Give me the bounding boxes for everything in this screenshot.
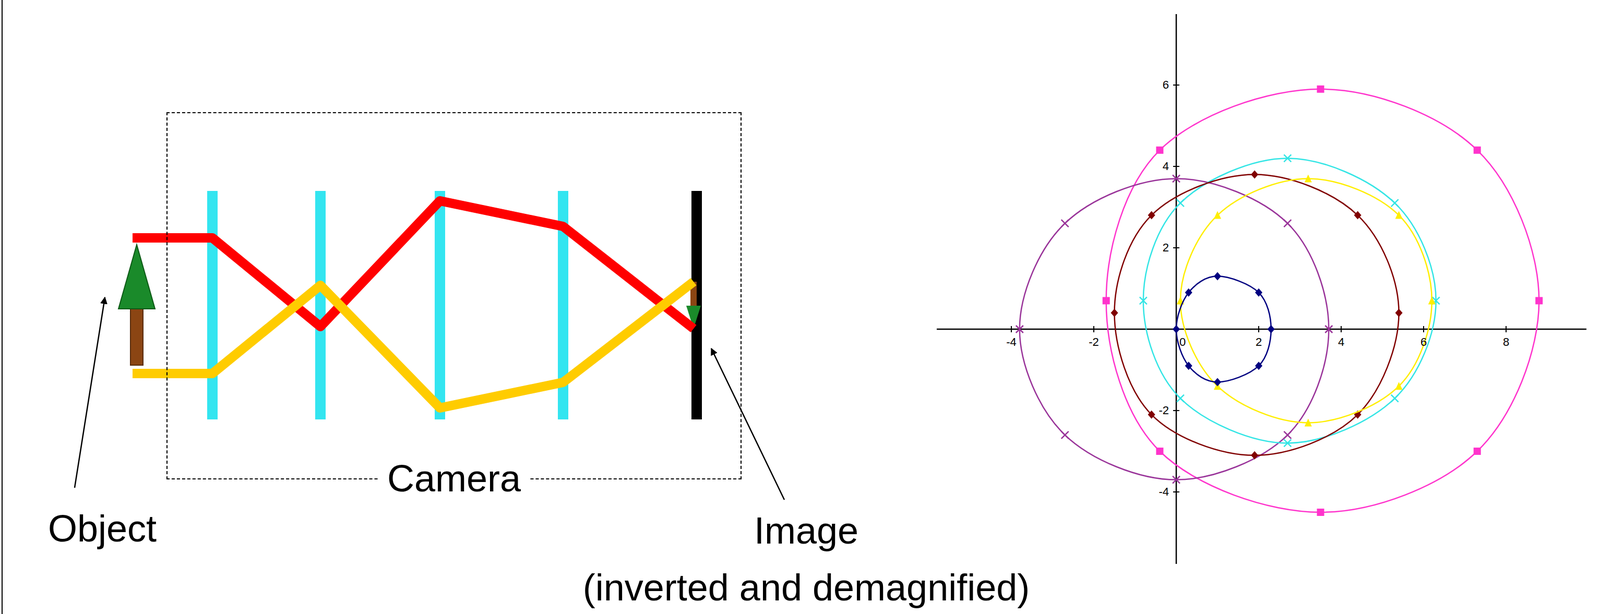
tick-label: 2 bbox=[1255, 335, 1262, 349]
leader-line bbox=[711, 348, 785, 500]
marker bbox=[1535, 296, 1543, 305]
marker bbox=[1172, 325, 1180, 334]
marker bbox=[1395, 381, 1403, 390]
tick-label: 4 bbox=[1162, 159, 1169, 173]
marker bbox=[1255, 361, 1263, 370]
marker bbox=[1267, 325, 1275, 334]
tick bbox=[1340, 326, 1342, 333]
marker bbox=[1155, 146, 1164, 154]
curve bbox=[1114, 174, 1400, 456]
red-ray bbox=[132, 200, 694, 329]
slide-border bbox=[1, 0, 3, 614]
curve bbox=[1019, 178, 1330, 480]
marker bbox=[1148, 410, 1156, 420]
marker bbox=[1304, 174, 1312, 183]
marker bbox=[1391, 395, 1399, 403]
tick bbox=[1010, 326, 1012, 333]
tick bbox=[1173, 491, 1180, 493]
marker bbox=[1283, 431, 1292, 439]
curve bbox=[1106, 89, 1540, 513]
marker bbox=[1395, 211, 1403, 220]
tick bbox=[1173, 84, 1180, 86]
callout-label: Object bbox=[48, 507, 157, 551]
tick-label: 6 bbox=[1420, 335, 1427, 349]
marker bbox=[1250, 170, 1259, 179]
marker bbox=[1428, 296, 1436, 305]
tick-label: 6 bbox=[1162, 78, 1169, 92]
tick bbox=[1423, 326, 1425, 333]
marker bbox=[1185, 361, 1193, 370]
tick-label: 4 bbox=[1338, 335, 1345, 349]
chart-curves bbox=[1011, 85, 1543, 517]
lens bbox=[207, 190, 218, 420]
tick bbox=[1258, 326, 1260, 333]
marker bbox=[1061, 219, 1069, 228]
marker bbox=[1250, 451, 1259, 460]
marker bbox=[1213, 377, 1222, 387]
marker bbox=[1213, 211, 1222, 220]
marker bbox=[1102, 296, 1110, 305]
tick bbox=[1173, 165, 1180, 167]
y-axis bbox=[1175, 14, 1178, 565]
marker bbox=[1111, 308, 1119, 318]
marker bbox=[1016, 325, 1024, 333]
leader-line bbox=[74, 297, 105, 488]
marker bbox=[1176, 199, 1185, 207]
curve bbox=[1180, 178, 1432, 423]
tick-label: -4 bbox=[1006, 335, 1017, 349]
tree-crown bbox=[118, 244, 155, 309]
marker bbox=[1354, 211, 1362, 220]
marker bbox=[1176, 395, 1185, 403]
tick bbox=[1505, 326, 1507, 333]
camera-label: Camera bbox=[377, 457, 531, 500]
tick-label: 2 bbox=[1162, 241, 1169, 255]
marker bbox=[1283, 439, 1292, 447]
marker bbox=[1139, 296, 1148, 305]
marker bbox=[1172, 476, 1180, 484]
marker bbox=[1283, 219, 1292, 228]
marker bbox=[1473, 146, 1482, 154]
marker bbox=[1255, 288, 1263, 297]
marker bbox=[1283, 154, 1292, 162]
marker bbox=[1395, 308, 1403, 318]
marker bbox=[1061, 431, 1069, 439]
lens bbox=[315, 190, 326, 420]
tick-label: -4 bbox=[1158, 485, 1169, 499]
tick bbox=[1093, 326, 1095, 333]
tree-trunk bbox=[130, 307, 143, 366]
tick bbox=[1173, 247, 1180, 249]
marker bbox=[1317, 85, 1325, 93]
marker bbox=[1148, 211, 1156, 220]
marker bbox=[1473, 447, 1482, 456]
marker bbox=[1213, 272, 1222, 281]
marker bbox=[1185, 288, 1193, 297]
x-axis bbox=[936, 328, 1587, 331]
tick-label: -2 bbox=[1088, 335, 1100, 349]
yellow-ray bbox=[132, 281, 694, 409]
marker bbox=[1304, 418, 1312, 427]
marker bbox=[1155, 447, 1164, 456]
marker bbox=[1391, 199, 1399, 207]
marker bbox=[1317, 508, 1325, 517]
tick bbox=[1173, 410, 1180, 412]
curve bbox=[1176, 276, 1272, 383]
tick-label: 0 bbox=[1179, 335, 1186, 349]
curve bbox=[1143, 158, 1437, 444]
camera-box: Camera bbox=[166, 112, 742, 480]
marker bbox=[1172, 174, 1180, 183]
tick-label: 8 bbox=[1502, 335, 1510, 349]
callout-label: (inverted and demagnified) bbox=[582, 566, 1031, 610]
tick-label: -2 bbox=[1158, 403, 1169, 417]
callout-label: Image bbox=[754, 509, 859, 553]
marker bbox=[1324, 325, 1333, 333]
lens bbox=[434, 190, 446, 420]
